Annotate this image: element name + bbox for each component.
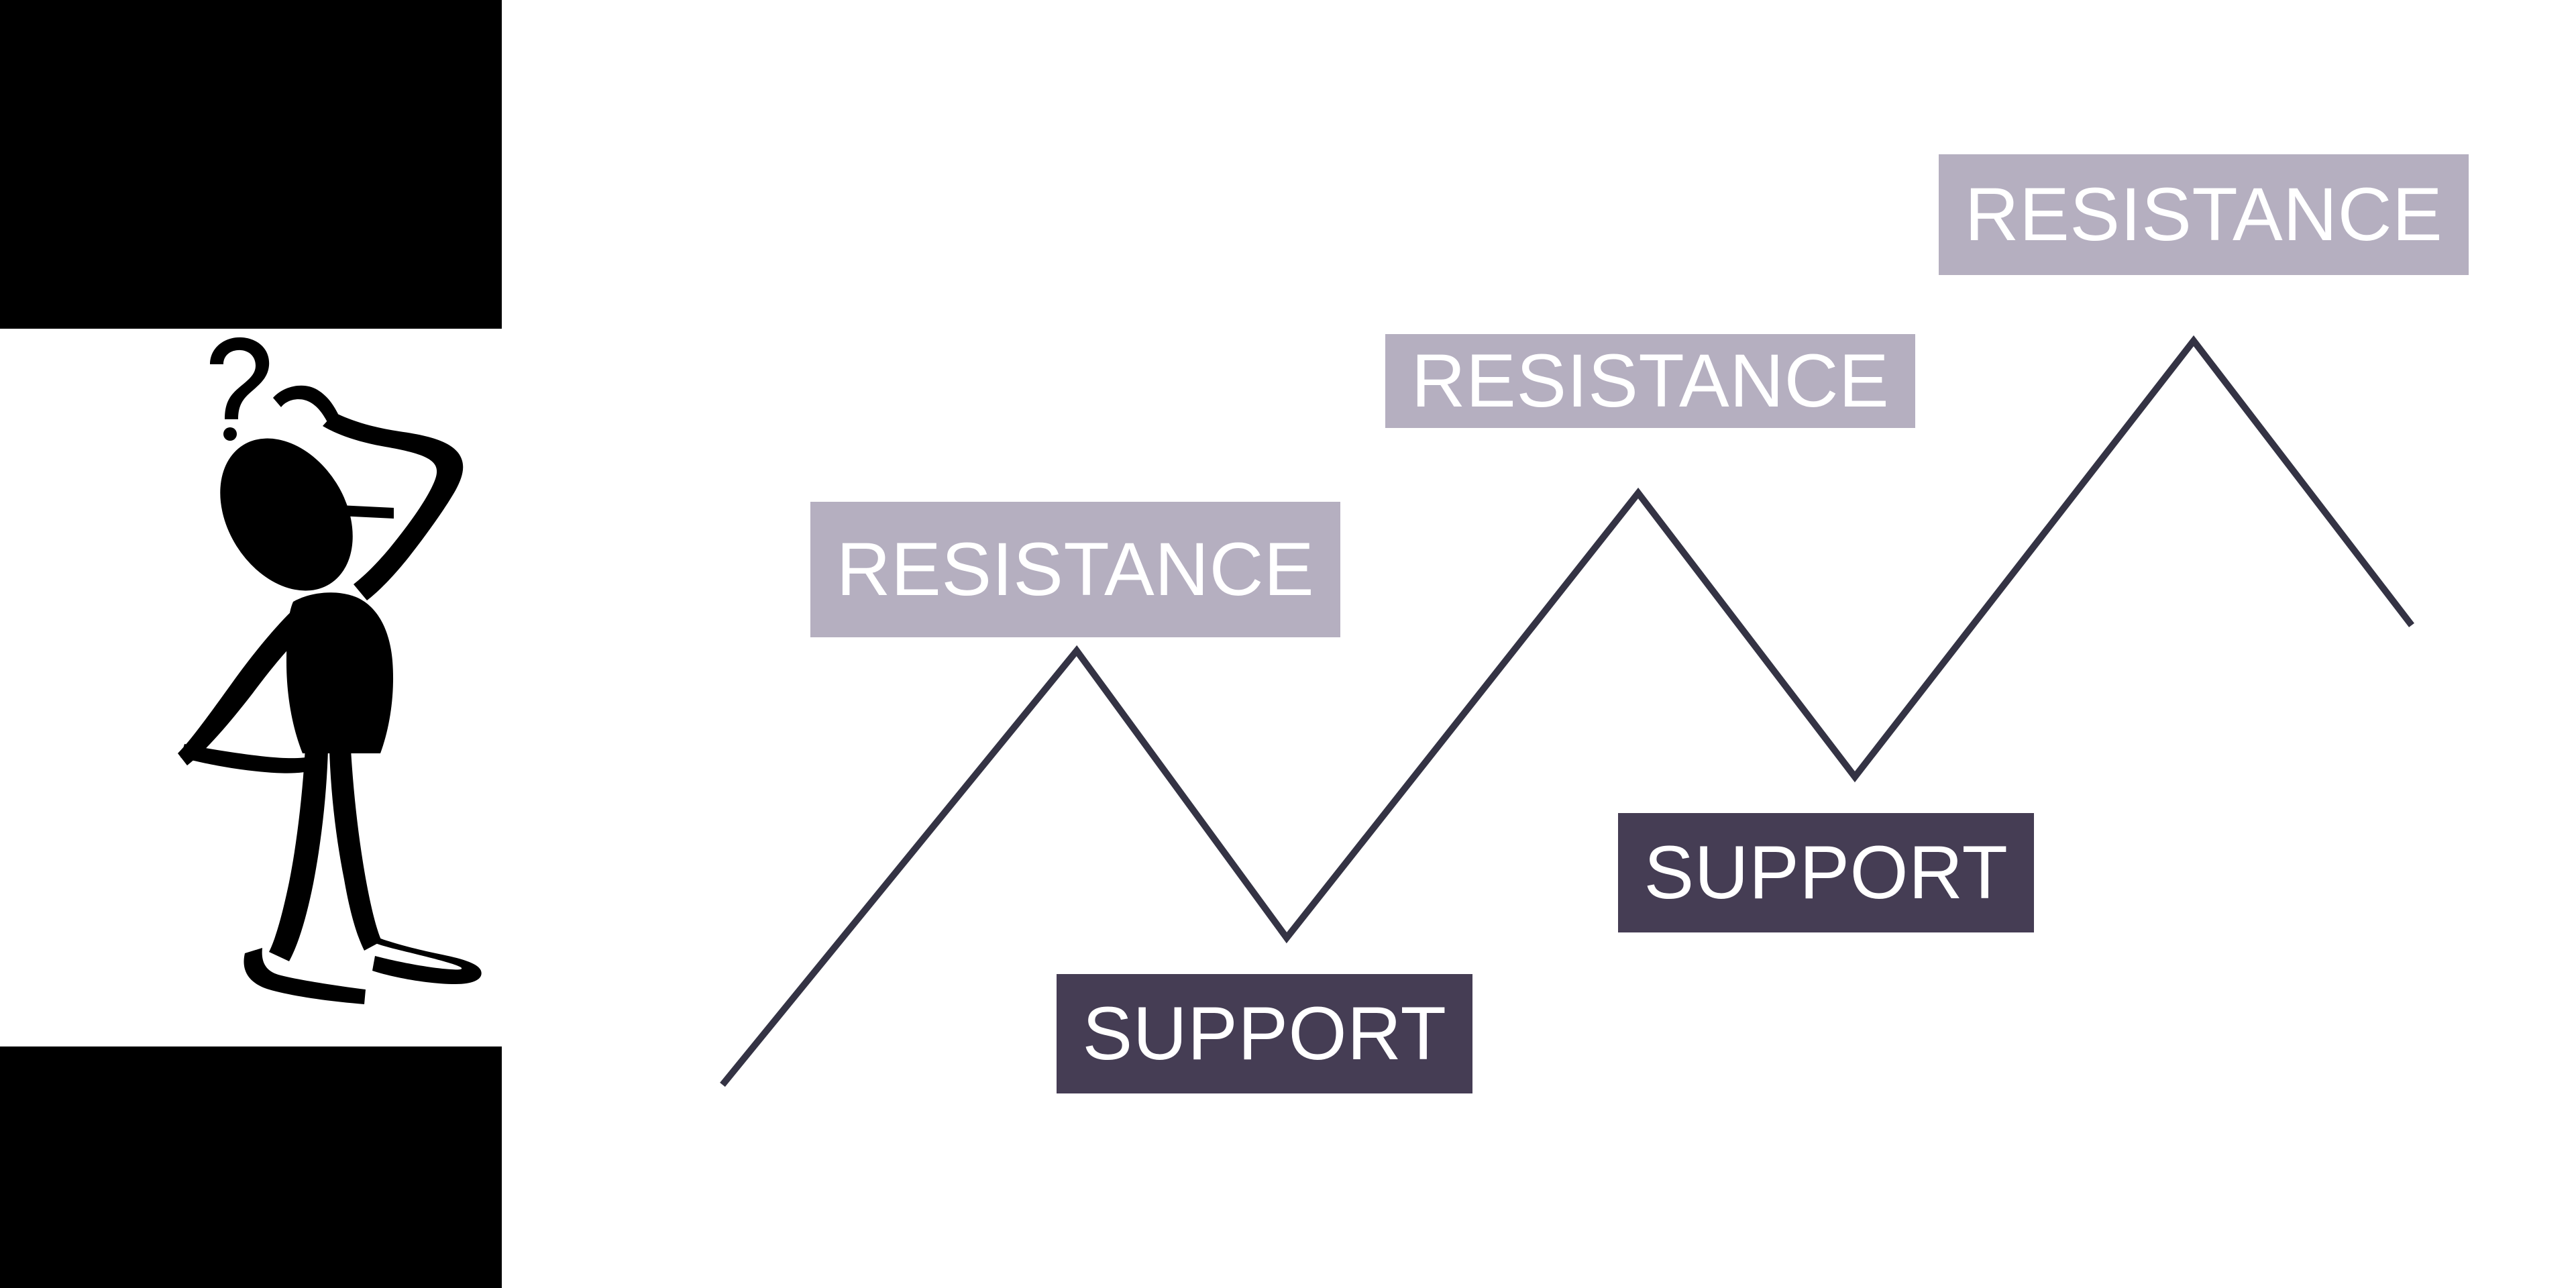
price-action-line <box>720 335 2414 1087</box>
support-label-2-text: SUPPORT <box>1644 830 2008 914</box>
thinking-person-panel <box>0 0 502 1288</box>
resistance-label-2-text: RESISTANCE <box>1411 339 1890 423</box>
black-band-bottom <box>0 1046 502 1288</box>
support-label-1-text: SUPPORT <box>1082 991 1447 1075</box>
price-polyline <box>720 335 2414 1087</box>
black-band-top <box>0 0 502 329</box>
thinking-person-icon <box>171 332 493 1050</box>
resistance-label-3: RESISTANCE <box>1939 154 2469 275</box>
resistance-label-1: RESISTANCE <box>810 502 1340 637</box>
resistance-label-1-text: RESISTANCE <box>836 527 1315 611</box>
support-resistance-chart: RESISTANCE RESISTANCE RESISTANCE SUPPORT… <box>502 0 2576 1288</box>
resistance-label-3-text: RESISTANCE <box>1964 172 2443 256</box>
resistance-label-2: RESISTANCE <box>1385 334 1915 428</box>
support-label-2: SUPPORT <box>1618 813 2034 932</box>
support-label-1: SUPPORT <box>1057 974 1472 1093</box>
